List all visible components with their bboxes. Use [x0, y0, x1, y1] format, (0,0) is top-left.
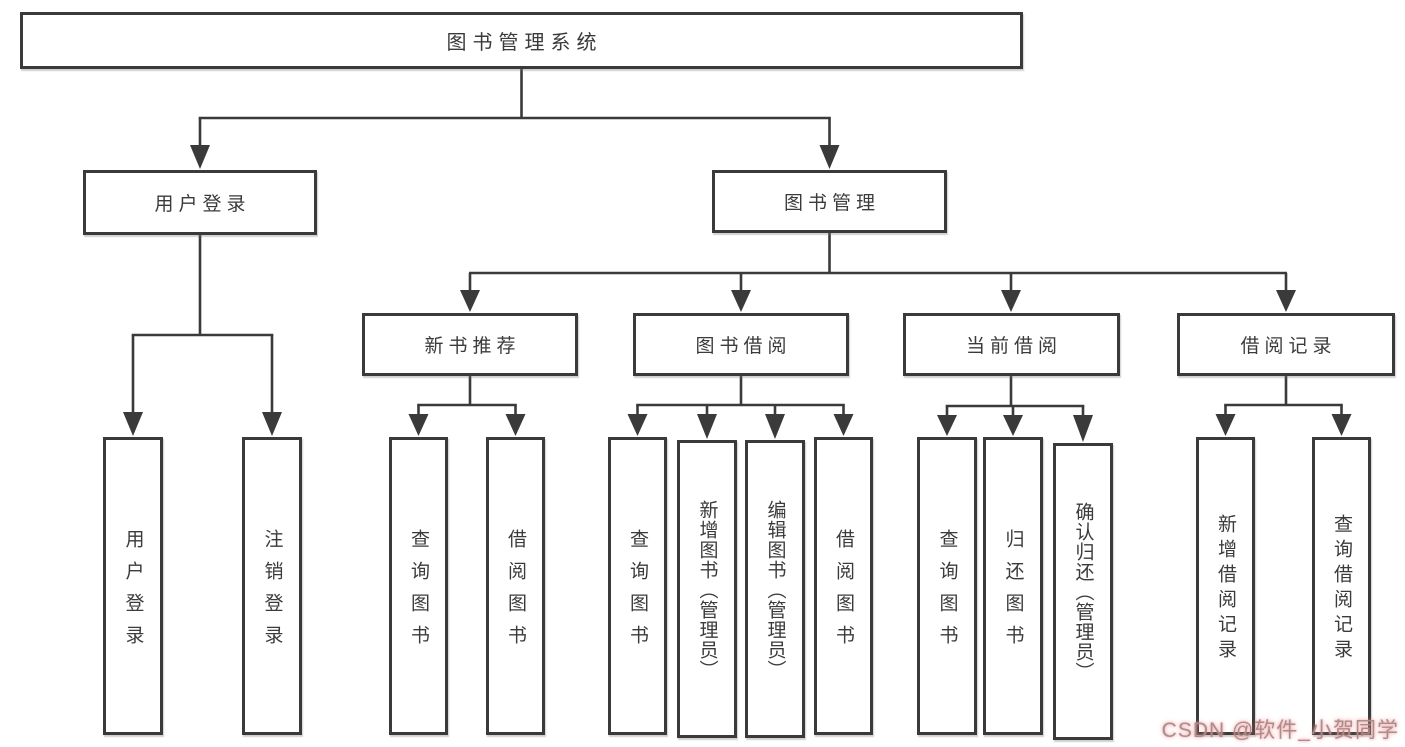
leaf-query-books-3: 查询图书 [917, 437, 977, 735]
node-book-management: 图书管理 [712, 170, 947, 233]
leaf-query-borrow-record: 查询借阅记录 [1312, 437, 1371, 735]
node-library-management-system: 图书管理系统 [20, 12, 1023, 69]
leaf-query-books-2: 查询图书 [608, 437, 667, 735]
connector-root-to-level2 [190, 69, 840, 169]
leaf-query-books-1: 查询图书 [389, 437, 448, 735]
connector-userlogin-to-children [123, 235, 282, 436]
connector-newrec-to-children [408, 376, 526, 436]
node-user-login: 用户登录 [83, 170, 317, 235]
connector-borrowrecord-to-children [1215, 376, 1352, 436]
node-borrowing-records: 借阅记录 [1177, 313, 1395, 376]
leaf-borrow-books-2: 借阅图书 [814, 437, 873, 735]
csdn-watermark: CSDN @软件_小贺同学 [1161, 719, 1399, 742]
leaf-add-borrow-record: 新增借阅记录 [1196, 437, 1255, 735]
node-current-borrowing: 当前借阅 [903, 313, 1120, 376]
leaf-borrow-books-1: 借阅图书 [486, 437, 545, 735]
node-new-book-recommendation: 新书推荐 [362, 313, 578, 376]
node-book-borrowing: 图书借阅 [633, 313, 849, 376]
connector-bookmgmt-to-level3 [460, 233, 1296, 312]
leaf-return-books: 归还图书 [983, 437, 1043, 735]
leaf-edit-books-admin: 编辑图书（管理员） [745, 440, 805, 738]
leaf-confirm-return-admin: 确认归还（管理员） [1053, 443, 1113, 740]
leaf-add-books-admin: 新增图书（管理员） [677, 440, 737, 738]
connector-currentborrow-to-children [937, 376, 1093, 442]
leaf-logout: 注销登录 [242, 437, 302, 735]
connector-bookborrow-to-children [627, 376, 854, 439]
leaf-user-login: 用户登录 [103, 437, 163, 735]
